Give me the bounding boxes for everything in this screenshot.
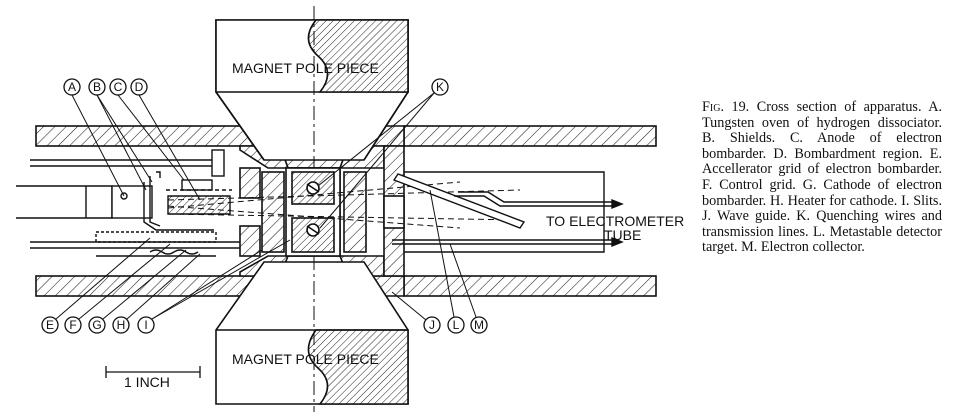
magnet-bottom-label: MAGNET POLE PIECE bbox=[232, 351, 379, 367]
callout-b: B bbox=[88, 78, 153, 191]
callout-d: D bbox=[130, 78, 201, 201]
magnet-pole-bottom bbox=[215, 261, 409, 405]
right-apparatus bbox=[392, 171, 624, 253]
electrometer-label-1: TO ELECTROMETER bbox=[546, 213, 684, 229]
callout-k: K bbox=[317, 78, 449, 229]
callout-b-label: B bbox=[93, 80, 101, 94]
callout-c: C bbox=[109, 78, 185, 181]
callout-h-label: H bbox=[117, 318, 126, 332]
callout-i: I bbox=[137, 239, 291, 334]
callout-i-label: I bbox=[144, 318, 147, 332]
magnet-pole-top bbox=[215, 19, 409, 161]
callout-j: J bbox=[391, 291, 441, 334]
callout-f-label: F bbox=[69, 318, 76, 332]
callout-d-label: D bbox=[135, 80, 144, 94]
figure-number: Fig. 19. bbox=[702, 99, 750, 115]
callout-l: L bbox=[429, 189, 465, 334]
callout-g: G bbox=[88, 249, 187, 334]
figure-caption: Fig. 19. Cross section of apparatus. A. … bbox=[702, 99, 943, 256]
callout-m-label: M bbox=[474, 318, 484, 332]
callout-g-label: G bbox=[92, 318, 101, 332]
callout-k-label: K bbox=[436, 80, 444, 94]
callout-a: A bbox=[63, 78, 125, 197]
scale-label: 1 INCH bbox=[124, 374, 170, 390]
scale-bar bbox=[105, 366, 201, 378]
callout-c-label: C bbox=[114, 80, 123, 94]
callout-l-label: L bbox=[453, 318, 460, 332]
callout-a-label: A bbox=[68, 80, 76, 94]
left-apparatus bbox=[16, 149, 240, 257]
magnet-top-label: MAGNET POLE PIECE bbox=[232, 60, 379, 76]
caption-text: Cross section of apparatus. A. Tungsten … bbox=[702, 99, 943, 256]
callout-e-label: E bbox=[46, 318, 54, 332]
callout-m: M bbox=[449, 243, 488, 334]
apparatus-cross-section: MAGNET POLE PIECE MAGNET POLE PIECE bbox=[16, 6, 684, 412]
callout-j-label: J bbox=[429, 318, 435, 332]
electrometer-label-2: TUBE bbox=[604, 227, 641, 243]
callout-e: E bbox=[41, 237, 151, 334]
callout-f: F bbox=[64, 243, 171, 334]
callout-h: H bbox=[112, 253, 201, 334]
wave-guide bbox=[285, 167, 341, 257]
